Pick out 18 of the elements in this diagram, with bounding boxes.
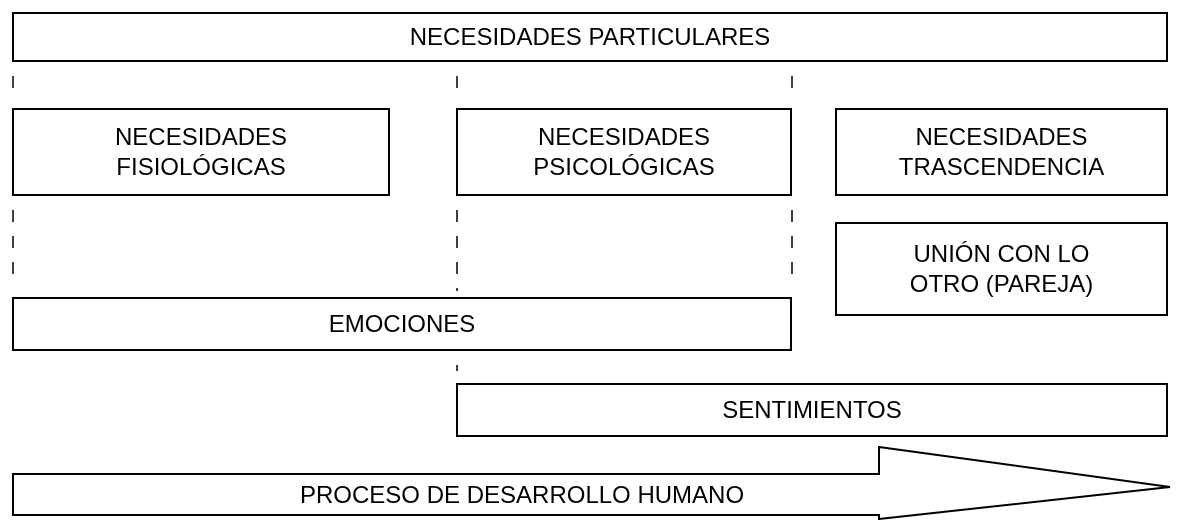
box-label: PROCESO DE DESARROLLO HUMANO [300, 480, 745, 510]
concept-box [12, 108, 390, 196]
box-label: NECESIDADES PARTICULARES [409, 22, 771, 52]
concept-box [835, 108, 1168, 196]
concept-box [12, 12, 1168, 62]
box-label: SENTIMIENTOS [722, 395, 902, 425]
box-label: UNIÓN CON LO OTRO (PAREJA) [908, 239, 1095, 299]
box-label: EMOCIONES [328, 309, 476, 339]
process-arrow [12, 446, 1172, 520]
box-label: NECESIDADES FISIOLÓGICAS [113, 122, 288, 182]
concept-box [456, 383, 1168, 437]
box-label: NECESIDADES PSICOLÓGICAS [532, 122, 716, 182]
concept-box [456, 108, 792, 196]
concept-box [12, 297, 792, 351]
dashed-connector [456, 364, 458, 372]
box-label: NECESIDADES TRASCENDENCIA [897, 122, 1106, 182]
concept-box [835, 222, 1168, 316]
dashed-connector [456, 209, 458, 292]
